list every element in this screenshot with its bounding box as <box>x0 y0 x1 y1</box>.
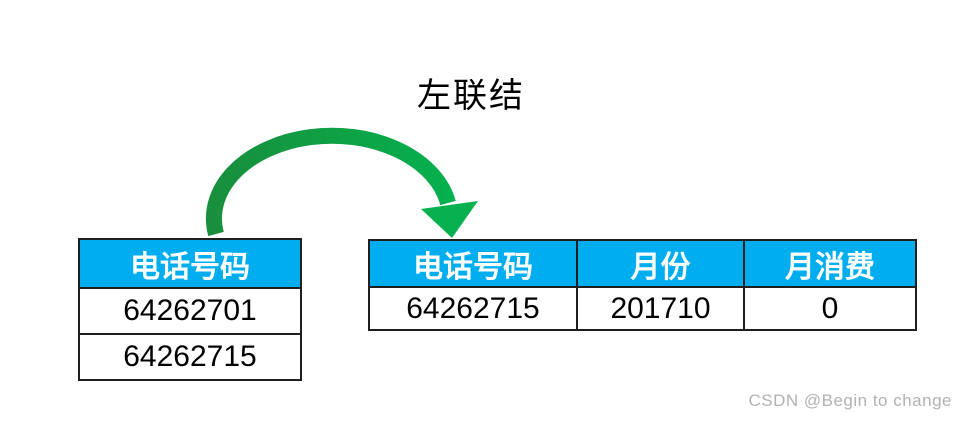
left-table-cell-phone: 64262715 <box>78 333 302 381</box>
left-table-cell-phone: 64262701 <box>78 287 302 335</box>
left-table-header-row: 电话号码 <box>78 238 302 289</box>
left-table: 电话号码 64262701 64262715 <box>78 238 302 381</box>
table-row: 64262715 201710 0 <box>368 286 917 331</box>
left-table-header-phone: 电话号码 <box>78 238 302 289</box>
right-table-header-row: 电话号码 月份 月消费 <box>368 239 917 288</box>
right-table-header-month: 月份 <box>576 239 745 288</box>
right-table-cell-month: 201710 <box>576 286 745 331</box>
right-table: 电话号码 月份 月消费 64262715 201710 0 <box>368 239 917 331</box>
arrow-head <box>421 201 478 238</box>
watermark: CSDN @Begin to change <box>748 391 952 410</box>
arrow-arc <box>205 127 456 237</box>
right-table-cell-phone: 64262715 <box>368 286 578 331</box>
right-table-header-monthly-spend: 月消费 <box>743 239 917 288</box>
table-row: 64262715 <box>78 333 302 381</box>
table-row: 64262701 <box>78 287 302 335</box>
diagram-title: 左联结 <box>417 77 525 115</box>
right-table-header-phone: 电话号码 <box>368 239 578 288</box>
right-table-cell-monthly-spend: 0 <box>743 286 917 331</box>
